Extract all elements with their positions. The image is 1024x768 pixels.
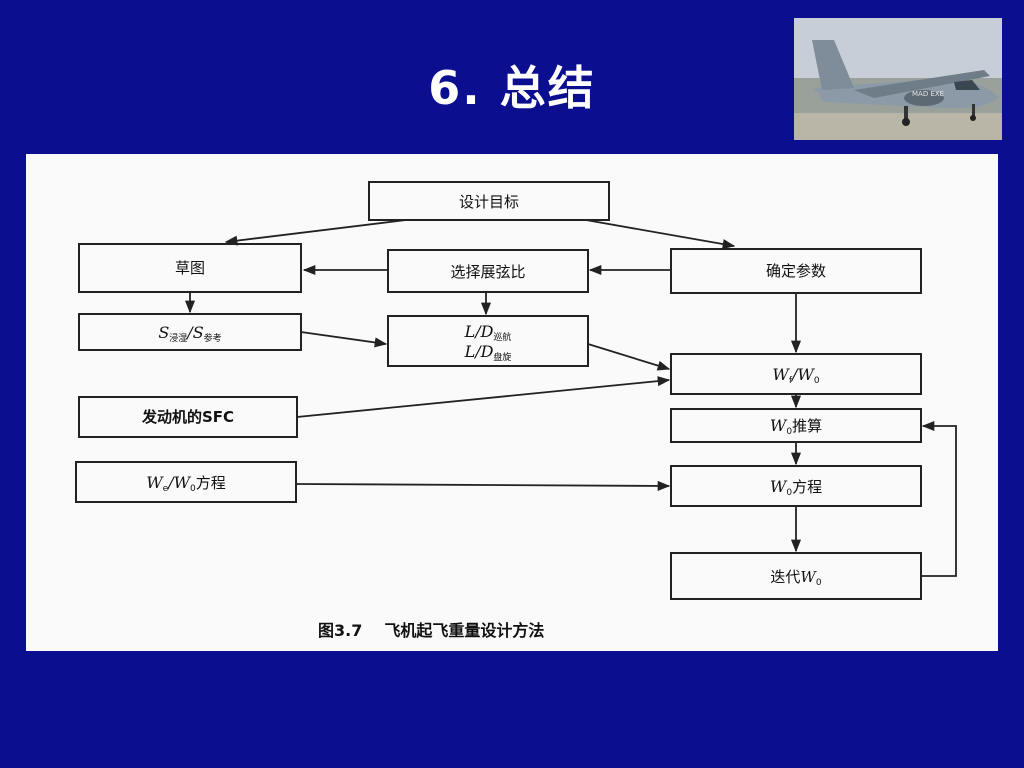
flowchart-figure: 设计目标 草图 选择展弦比 确定参数 S浸湿/S参考 L/D巡航 L/D盘旋 W… [26, 154, 998, 651]
arrow-goal-to-sketch [224, 219, 407, 246]
label-engine-sfc: 发动机的SFC [141, 408, 234, 426]
box-w0-estimate [670, 408, 922, 443]
box-determine-params [670, 248, 922, 294]
arrow-sfc-to-wf [296, 376, 671, 418]
arrow-we-to-equation [295, 480, 671, 491]
label-w0-estimate: W0推算 [770, 416, 822, 437]
arrow-iterate-loop [921, 420, 957, 577]
arrow-s-to-ld [300, 331, 388, 348]
label-wf-w0: Wf/W0 [772, 365, 819, 386]
box-w0-equation [670, 465, 922, 507]
label-ld-line2: L/D盘旋 [464, 342, 512, 363]
label-iterate: 迭代W0 [770, 568, 821, 588]
box-design-goal [368, 181, 610, 221]
figure-caption-text: 飞机起飞重量设计方法 [384, 621, 545, 640]
label-design-goal: 设计目标 [459, 193, 519, 211]
label-determine-params: 确定参数 [766, 262, 826, 280]
box-ld [387, 315, 589, 367]
label-w0-equation: W0方程 [770, 477, 822, 498]
label-ld-line1: L/D巡航 [464, 322, 512, 343]
arrow-goal-to-params [585, 219, 736, 250]
figure-number: 图3.7 [318, 621, 363, 640]
box-sketch [78, 243, 302, 293]
label-s-ratio: S浸湿/S参考 [158, 323, 221, 344]
figure-caption: 图3.7 飞机起飞重量设计方法 [318, 617, 544, 641]
aircraft-photo: MAD EXE [794, 18, 1002, 140]
label-sketch: 草图 [175, 259, 205, 277]
box-wf-w0 [670, 353, 922, 395]
box-select-aspect-ratio [387, 249, 589, 293]
label-we-w0: We/W0方程 [146, 473, 226, 494]
box-s-ratio [78, 313, 302, 351]
label-select-aspect-ratio: 选择展弦比 [450, 263, 525, 281]
slide-title: 6. 总结 [428, 61, 596, 115]
arrow-ld-to-wf [587, 343, 671, 371]
tail-text: MAD EXE [912, 90, 944, 98]
box-we-w0 [75, 461, 297, 503]
